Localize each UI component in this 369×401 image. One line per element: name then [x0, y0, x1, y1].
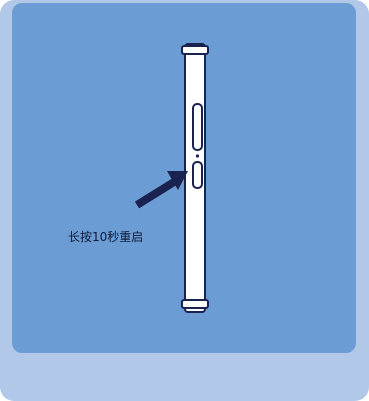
arrow-right-icon	[134, 171, 188, 209]
indicator-dot-icon	[195, 154, 200, 158]
power-button-icon	[192, 161, 203, 189]
phone-side-icon	[181, 43, 209, 313]
long-press-instruction-label: 长按10秒重启	[68, 230, 144, 244]
volume-button-icon	[192, 103, 203, 151]
